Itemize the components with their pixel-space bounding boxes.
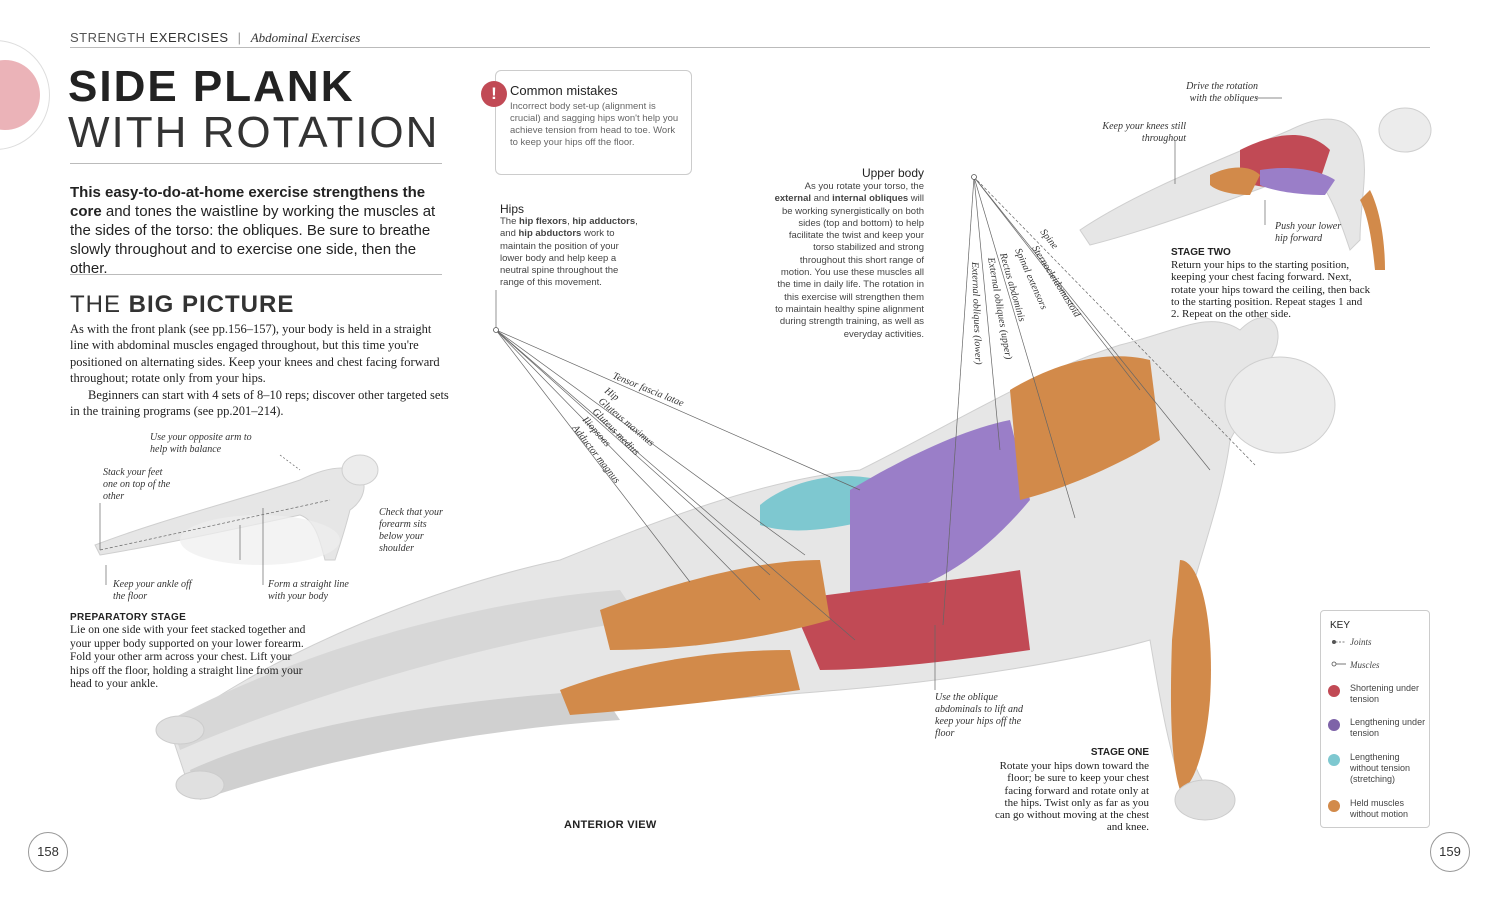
key-title: KEY bbox=[1330, 620, 1351, 631]
note-oblique-lift: Use the oblique abdominals to lift and k… bbox=[935, 692, 1024, 739]
key-swatch-held bbox=[1328, 800, 1340, 812]
common-mistakes-title: Common mistakes bbox=[510, 83, 618, 98]
muscle-obliques-lengthening bbox=[850, 420, 1030, 600]
key-box bbox=[1320, 610, 1430, 828]
page-number-right: 159 bbox=[1430, 832, 1470, 872]
label-external-obliques-lower: External obliques (lower) bbox=[969, 261, 984, 366]
stage-two-text: Return your hips to the starting positio… bbox=[1171, 259, 1371, 321]
stage-two-figure bbox=[1079, 107, 1432, 270]
key-swatch-stretching bbox=[1328, 754, 1340, 766]
title-rule bbox=[70, 163, 442, 164]
big-picture-heading-bold: BIG PICTURE bbox=[128, 291, 295, 318]
muscle-obliques-shortening bbox=[790, 570, 1030, 670]
muscle-held-arm bbox=[1170, 560, 1211, 790]
leader-lines bbox=[99, 97, 1282, 690]
page-number-left: 158 bbox=[28, 832, 68, 872]
page-title-line1: SIDE PLANK bbox=[68, 62, 355, 111]
upper-body-text: As you rotate your torso, the external a… bbox=[774, 181, 924, 340]
header-section: Abdominal Exercises bbox=[250, 30, 361, 45]
upper-body-labels: Spine Sternocleidomastoid Spinal extenso… bbox=[969, 227, 1083, 365]
note-keep-ankle: Keep your ankle off the floor bbox=[113, 579, 192, 602]
header-rule bbox=[70, 47, 1430, 48]
intro-rule bbox=[70, 274, 442, 275]
note-straight-line: Form a straight line with your body bbox=[268, 579, 349, 602]
page-title-line2: WITH ROTATION bbox=[68, 108, 440, 157]
upper-body-heading: Upper body bbox=[861, 166, 924, 180]
running-header: STRENGTH EXERCISES | Abdominal Exercises bbox=[70, 30, 360, 46]
intro-rest: and tones the waistline by working the m… bbox=[70, 203, 436, 277]
intro-bold: This easy-to-do-at-home exercise strengt… bbox=[70, 184, 426, 220]
muscle-held-leg bbox=[560, 650, 800, 715]
big-picture-para2: Beginners can start with 4 sets of 8–10 … bbox=[70, 388, 449, 419]
label-tensor-fascia-latae: Tensor fascia latae bbox=[611, 371, 686, 410]
intro-paragraph: This easy-to-do-at-home exercise strengt… bbox=[70, 183, 450, 278]
stage-one-heading: STAGE ONE bbox=[1090, 747, 1149, 758]
warning-icon: ! bbox=[481, 81, 507, 107]
note-drive-rotation: Drive the rotation with the obliques bbox=[1186, 81, 1258, 104]
prep-figure bbox=[94, 454, 379, 565]
header-category-bold: EXERCISES bbox=[149, 30, 229, 45]
hips-text: The hip flexors, hip adductors, and hip … bbox=[500, 216, 638, 289]
note-check-forearm: Check that your forearm sits below your … bbox=[379, 507, 443, 554]
note-keep-knees: Keep your knees still throughout bbox=[1102, 121, 1186, 144]
big-picture-para1: As with the front plank (see pp.156–157)… bbox=[70, 322, 440, 386]
common-mistakes-box bbox=[495, 70, 692, 175]
note-opposite-arm: Use your opposite arm to help with balan… bbox=[150, 432, 252, 455]
big-picture-heading: THE BIG PICTURE bbox=[70, 291, 294, 319]
stage-two-heading: STAGE TWO bbox=[1171, 247, 1231, 258]
view-label: ANTERIOR VIEW bbox=[564, 819, 657, 831]
key-swatch-shortening bbox=[1328, 685, 1340, 697]
preparatory-text: Lie on one side with your feet stacked t… bbox=[70, 624, 306, 691]
muscle-held-chest bbox=[1010, 356, 1160, 500]
stage-one-text: Rotate your hips down toward the floor; … bbox=[995, 760, 1149, 834]
hips-heading: Hips bbox=[500, 202, 525, 216]
common-mistakes-text: Incorrect body set-up (alignment is cruc… bbox=[510, 101, 679, 148]
main-figure bbox=[155, 317, 1336, 821]
header-separator: | bbox=[237, 30, 242, 45]
muscle-held-thigh bbox=[600, 560, 830, 650]
preparatory-heading: PREPARATORY STAGE bbox=[70, 612, 187, 623]
note-push-hip: Push your lower hip forward bbox=[1275, 221, 1342, 244]
note-stack-feet: Stack your feet one on top of the other bbox=[103, 467, 171, 502]
header-category-light: STRENGTH bbox=[70, 30, 146, 45]
big-picture-heading-light: THE bbox=[70, 291, 121, 318]
key-swatch-lengthening bbox=[1328, 719, 1340, 731]
key-icons bbox=[1331, 640, 1346, 667]
